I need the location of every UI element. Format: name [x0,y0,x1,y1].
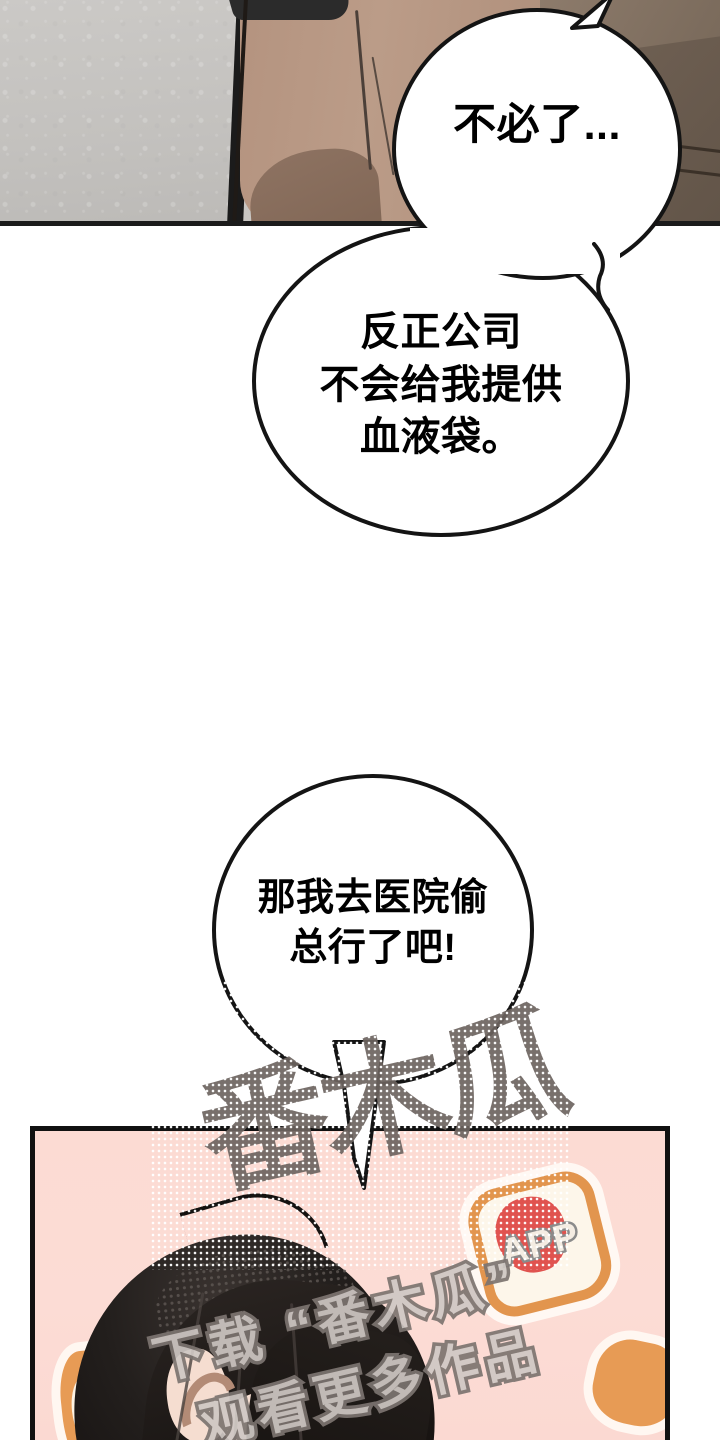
bubble-2-line-3: 血液袋。 [360,415,522,460]
bubble-merge-fill [410,228,440,252]
bubble-2-line-2: 不会给我提供 [319,362,563,407]
bubble-3-tail-icon [330,1038,440,1203]
bubble-merge-notch-icon [592,242,640,312]
character-hair-top [221,0,355,20]
bubble-merge-fill [420,228,620,274]
wall-texture [0,0,240,221]
speech-bubble-3-text: 那我去医院偷 总行了吧! [257,873,488,973]
bubble-3-line-1: 那我去医院偷 [257,876,489,919]
speech-bubble-2-text: 反正公司 不会给我提供 血液袋。 [320,306,563,464]
bubble-1-line-1: 不必了... [453,101,621,150]
speech-bubble-1-text: 不必了... [453,101,621,150]
bubble-3-line-2: 总行了吧! [289,927,457,969]
bubble-2-line-1: 反正公司 [360,309,522,354]
wall-background [0,0,240,221]
